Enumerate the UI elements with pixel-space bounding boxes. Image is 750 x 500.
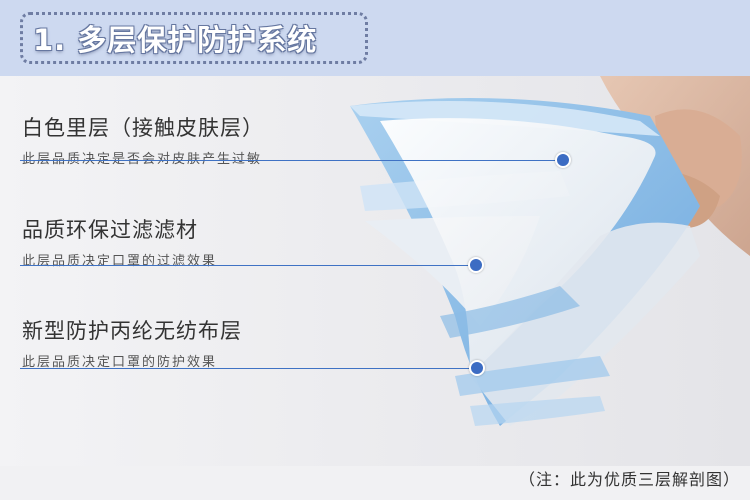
- layer-title: 新型防护丙纶无纺布层: [22, 319, 242, 343]
- marker-dot-filter: [468, 257, 484, 273]
- footnote: （注：此为优质三层解剖图）: [518, 470, 740, 489]
- pointer-line-inner: [20, 160, 563, 161]
- layer-title: 品质环保过滤滤材: [22, 218, 198, 242]
- marker-dot-inner: [555, 152, 571, 168]
- header-banner: 1. 多层保护防护系统: [0, 0, 750, 76]
- layer-label-inner: 白色里层（接触皮肤层） 此层品质决定是否会对皮肤产生过敏: [22, 112, 264, 167]
- pointer-line-filter: [20, 265, 476, 266]
- marker-dot-outer: [469, 360, 485, 376]
- layer-description: 此层品质决定口罩的过滤效果: [22, 254, 218, 269]
- layer-label-outer: 新型防护丙纶无纺布层 此层品质决定口罩的防护效果: [22, 315, 242, 370]
- inner-white-layer: [380, 118, 656, 376]
- pointer-line-outer: [20, 368, 479, 369]
- layer-description: 此层品质决定是否会对皮肤产生过敏: [22, 152, 263, 167]
- page-title: 1. 多层保护防护系统: [33, 23, 318, 57]
- layer-title: 白色里层（接触皮肤层）: [22, 116, 264, 140]
- title-frame: 1. 多层保护防护系统: [20, 12, 368, 64]
- mask-cross-section-image: [0, 76, 750, 466]
- layer-description: 此层品质决定口罩的防护效果: [22, 355, 218, 370]
- layer-label-filter: 品质环保过滤滤材 此层品质决定口罩的过滤效果: [22, 214, 217, 269]
